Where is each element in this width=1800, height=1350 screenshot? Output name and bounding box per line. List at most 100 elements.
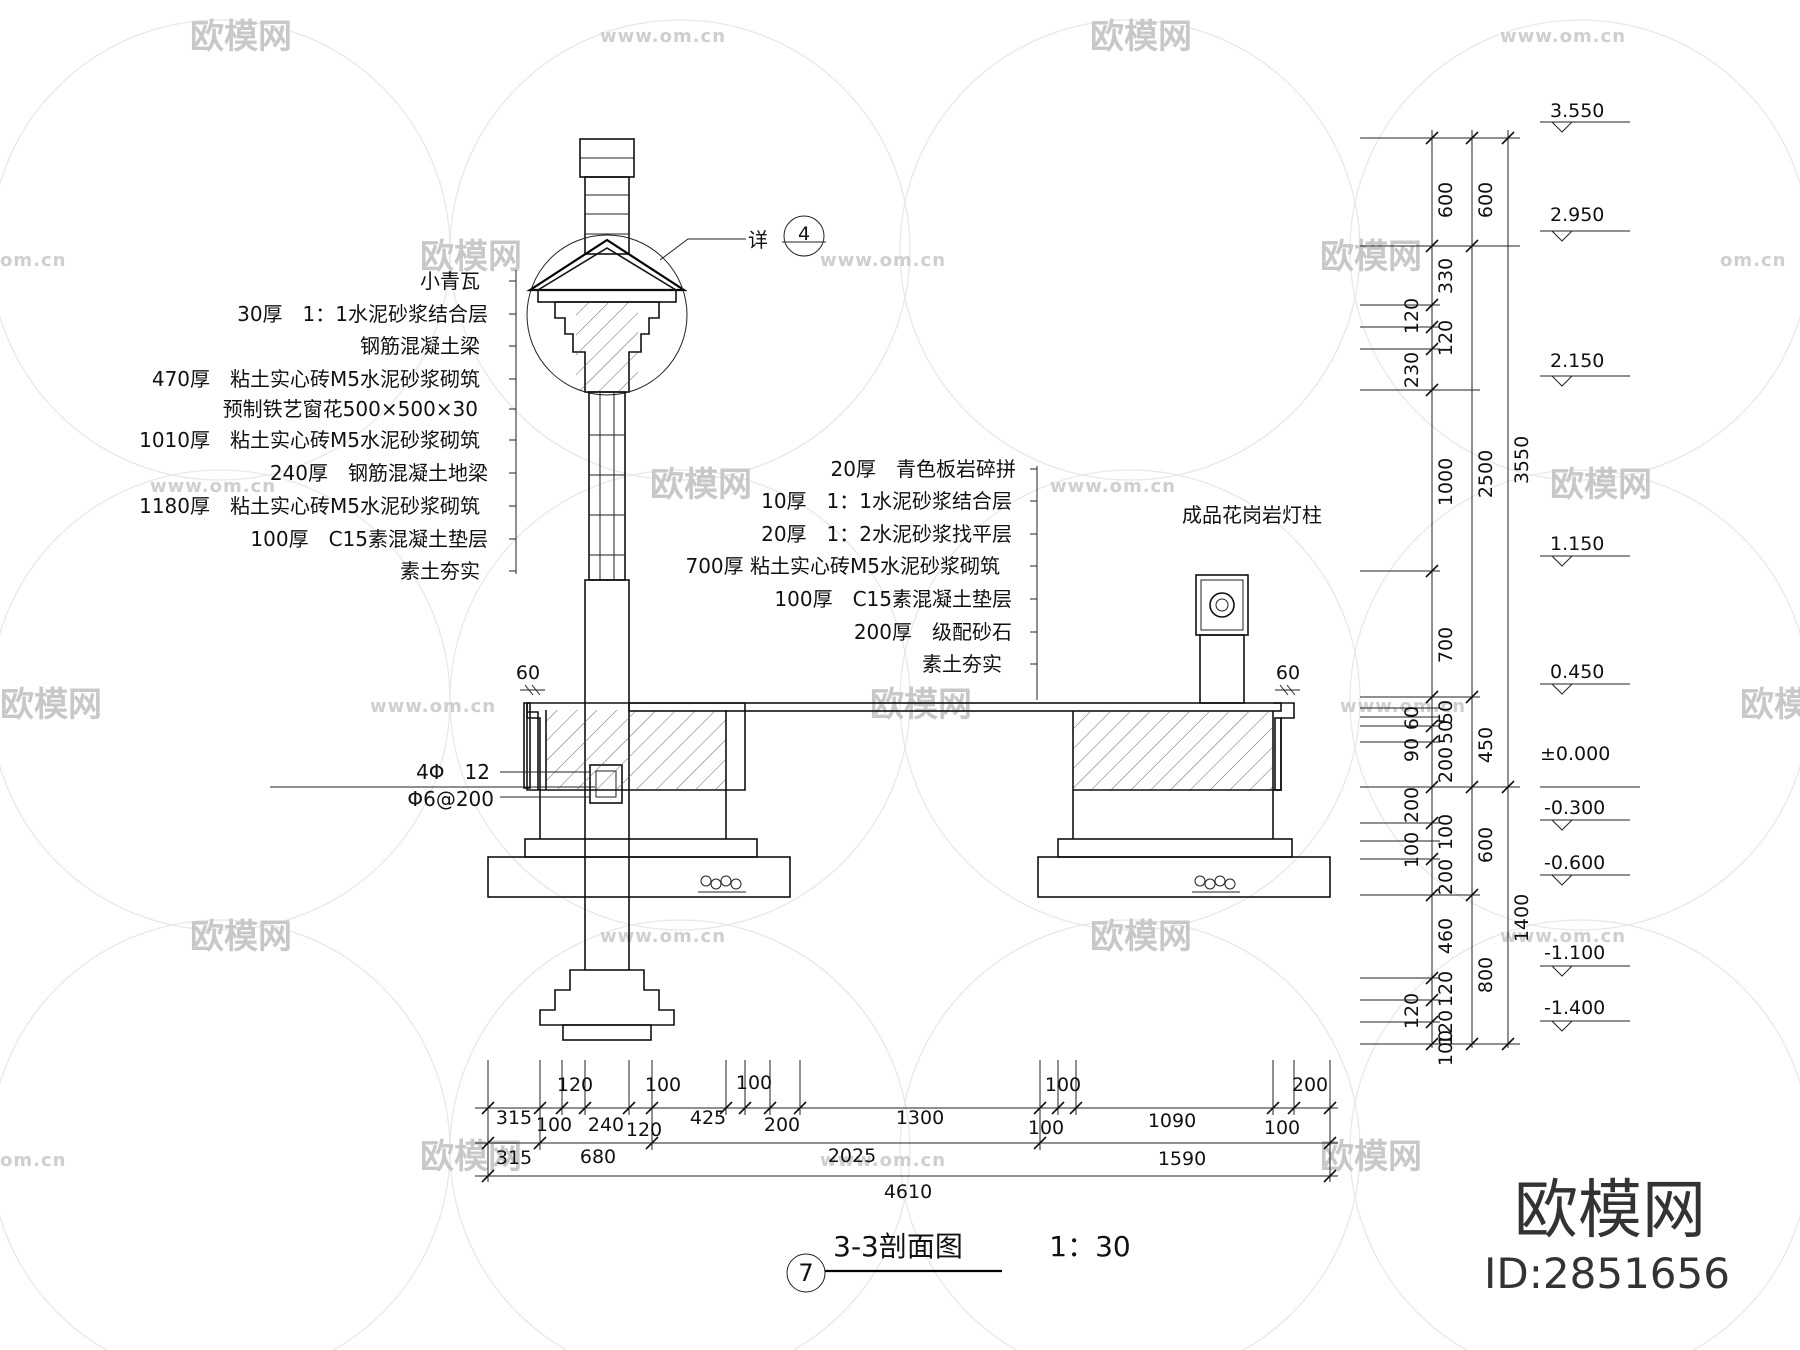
callout-brick-470: 470厚 粘土实心砖M5水泥砂浆砌筑 [152, 367, 480, 391]
detail-callout: 详 4 [659, 215, 826, 261]
rebar-callouts: 4Φ 12 Φ6@200 [270, 760, 595, 811]
watermark-brand: 欧模网 [1320, 1137, 1422, 1177]
dim-col3-1400: 1400 [1511, 894, 1533, 942]
dim-row1-100c: 100 [1264, 1117, 1300, 1139]
bottom-dimension-lines [475, 1060, 1338, 1183]
dim-col1-100c: 100 [1435, 1030, 1457, 1066]
dim-col1-120a: 120 [1401, 298, 1423, 334]
callout-mortar-bond: 30厚 1：1水泥砂浆结合层 [237, 302, 488, 326]
dim-row0-120: 120 [557, 1074, 593, 1096]
level-0000: ±0.000 [1540, 743, 1610, 765]
granite-lamp-post [1195, 574, 1249, 704]
level-1150: 1.150 [1550, 533, 1604, 555]
right-dimension-lines [1360, 130, 1520, 1051]
left-pillar [526, 138, 688, 1041]
dim-col2-450: 450 [1475, 727, 1497, 763]
dim-col1-200b: 200 [1401, 787, 1423, 823]
dim-row1-1090: 1090 [1148, 1110, 1196, 1132]
callout-iron-window: 预制铁艺窗花500×500×30 [223, 397, 478, 421]
rebar-main: 4Φ 12 [416, 760, 490, 784]
callout-brick-1180: 1180厚 粘土实心砖M5水泥砂浆砌筑 [139, 494, 480, 518]
dim-col1-120c: 120 [1435, 971, 1457, 1007]
callout-c15-pad: 100厚 C15素混凝土垫层 [774, 587, 1012, 611]
dim-row0-100b: 100 [736, 1072, 772, 1094]
dim-col1-700: 700 [1435, 627, 1457, 663]
level-2950: 2.950 [1550, 204, 1604, 226]
dim-col1-330: 330 [1435, 258, 1457, 294]
callout-concrete-pad: 100厚 C15素混凝土垫层 [250, 527, 488, 551]
detail-label: 详 [748, 228, 768, 252]
callout-leveling-layer: 20厚 1：2水泥砂浆找平层 [761, 522, 1012, 546]
callout-roof-tile: 小青瓦 [420, 269, 480, 293]
dim-coping-left: 60 [516, 662, 540, 684]
paving-strip [628, 702, 1282, 712]
watermark-brand: 欧模网 [190, 17, 292, 57]
level-m0600: -0.600 [1544, 852, 1605, 874]
dim-row2-315: 315 [496, 1147, 532, 1169]
dim-row2-2025: 2025 [828, 1145, 876, 1167]
dim-col1-100b: 100 [1401, 832, 1423, 868]
watermark-url: om.cn [1720, 250, 1786, 271]
middle-callouts: 20厚 青色板岩碎拼 10厚 1：1水泥砂浆结合层 20厚 1：2水泥砂浆找平层… [685, 457, 1016, 676]
watermark-url: om.cn [0, 250, 66, 271]
callout-rammed-soil-2: 素土夯实 [922, 652, 1002, 676]
bottom-dims-row1: 315 100 240 120 425 200 1300 100 1090 10… [496, 1107, 1300, 1141]
dim-coping-right: 60 [1276, 662, 1300, 684]
watermark-text: 欧模网 www.om.cn 欧模网 www.om.cn om.cn 欧模网 ww… [0, 17, 1800, 1177]
watermark-url: www.om.cn [820, 1150, 946, 1171]
watermark-brand: 欧模网 [0, 685, 102, 725]
coping-dims: 60 60 [516, 662, 1300, 696]
title-number: 7 [798, 1259, 813, 1287]
bottom-dims-row2: 315 680 2025 1590 [496, 1145, 1206, 1170]
watermark-url: om.cn [0, 1150, 66, 1171]
callout-slate-paving: 20厚 青色板岩碎拼 [831, 457, 1016, 481]
right-dimension-col3: 3550 1400 [1511, 436, 1533, 942]
right-dimension-col2: 600 2500 450 600 800 [1475, 182, 1497, 993]
rebar-stirrup: Φ6@200 [407, 787, 494, 811]
title-text: 3-3剖面图 [833, 1230, 963, 1263]
watermark-brand: 欧模网 [650, 465, 752, 505]
dim-row1-315: 315 [496, 1107, 532, 1129]
watermark-url: www.om.cn [150, 476, 276, 497]
dim-row1-120: 120 [626, 1119, 662, 1141]
dim-col1-60: 60 [1401, 706, 1423, 730]
dim-col1-460: 460 [1435, 918, 1457, 954]
dim-col1-120e: 120 [1435, 1010, 1457, 1046]
watermark-brand: 欧模网 [420, 237, 522, 277]
callout-brick-1010: 1010厚 粘土实心砖M5水泥砂浆砌筑 [139, 428, 480, 452]
dim-col2-600b: 600 [1475, 827, 1497, 863]
level-m1400: -1.400 [1544, 997, 1605, 1019]
watermark-brand: 欧模网 [1090, 917, 1192, 957]
detail-number: 4 [798, 223, 810, 245]
callout-rc-beam: 钢筋混凝土梁 [360, 334, 480, 358]
dim-col1-50b: 50 [1435, 720, 1457, 744]
dim-col3-3550: 3550 [1511, 436, 1533, 484]
dim-col1-200c: 200 [1435, 859, 1457, 895]
dim-row1-240: 240 [588, 1114, 624, 1136]
brand-corner: 欧模网 ID:2851656 [1484, 1174, 1730, 1298]
left-planter [487, 702, 791, 898]
watermark-url: www.om.cn [1050, 476, 1176, 497]
dim-col1-120b: 120 [1435, 320, 1457, 356]
watermark-url: www.om.cn [1500, 926, 1626, 947]
dim-col2-2500: 2500 [1475, 450, 1497, 498]
dim-row1-425: 425 [690, 1107, 726, 1129]
level-m0300: -0.300 [1544, 797, 1605, 819]
callout-bond-layer: 10厚 1：1水泥砂浆结合层 [761, 489, 1012, 513]
level-m1100: -1.100 [1544, 942, 1605, 964]
level-2150: 2.150 [1550, 350, 1604, 372]
dim-col1-600: 600 [1435, 182, 1457, 218]
middle-callout-leader [1030, 466, 1038, 700]
dim-row2-680: 680 [580, 1146, 616, 1168]
callout-graded-gravel: 200厚 级配砂石 [854, 620, 1012, 644]
dim-col2-600: 600 [1475, 182, 1497, 218]
watermark-brand: 欧模网 [1550, 465, 1652, 505]
right-planter [1037, 702, 1331, 898]
watermark-url: www.om.cn [370, 696, 496, 717]
bottom-dims-row0: 120 100 100 100 200 [557, 1072, 1328, 1096]
watermark-url: www.om.cn [600, 26, 726, 47]
watermark-brand: 欧模网 [190, 917, 292, 957]
dim-row0-200: 200 [1292, 1074, 1328, 1096]
dim-col1-90: 90 [1401, 738, 1423, 762]
